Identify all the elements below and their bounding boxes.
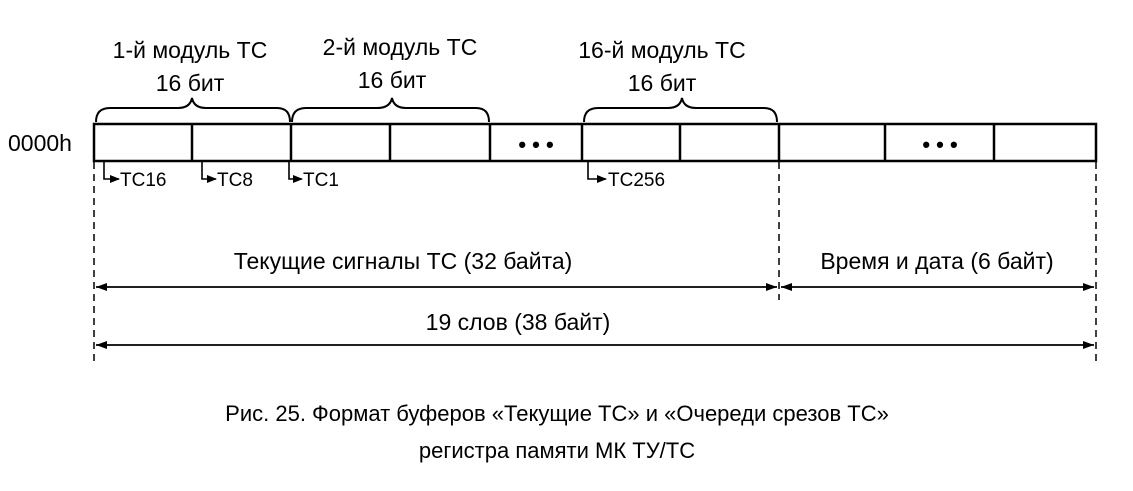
dimension-arrows [96, 283, 1094, 349]
brace-module-16 [583, 97, 778, 123]
bit-pointers [103, 162, 607, 183]
bit-label-tc16: TC16 [120, 170, 166, 191]
bit-label-tc8: TC8 [217, 170, 253, 191]
span-total: 19 слов (38 байт) [426, 309, 611, 335]
address-label: 0000h [8, 130, 72, 156]
ellipsis-2: • • • [922, 132, 957, 157]
module-2-title: 2-й модуль ТС [323, 34, 478, 60]
bit-label-tc1: TC1 [303, 170, 339, 191]
module-16-bits: 16 бит [628, 70, 697, 96]
extension-lines [93, 162, 1097, 362]
module-1-bits: 16 бит [156, 70, 225, 96]
brace-module-1 [95, 97, 291, 123]
caption-line-1: Рис. 25. Формат буферов «Текущие ТС» и «… [225, 401, 889, 426]
memory-row [92, 122, 1098, 163]
module-1-title: 1-й модуль ТС [113, 37, 268, 63]
cell-dividers [190, 124, 996, 161]
ellipsis-1: • • • [518, 132, 553, 157]
module-2-bits: 16 бит [358, 67, 427, 93]
bit-label-tc256: TC256 [608, 170, 665, 191]
caption-line-2: регистра памяти МК ТУ/ТС [419, 438, 695, 463]
span-current-signals: Текущие сигналы ТС (32 байта) [234, 248, 573, 274]
module-16-title: 16-й модуль ТС [578, 37, 745, 63]
span-time-date: Время и дата (6 байт) [820, 248, 1053, 274]
brace-module-2 [291, 97, 490, 123]
